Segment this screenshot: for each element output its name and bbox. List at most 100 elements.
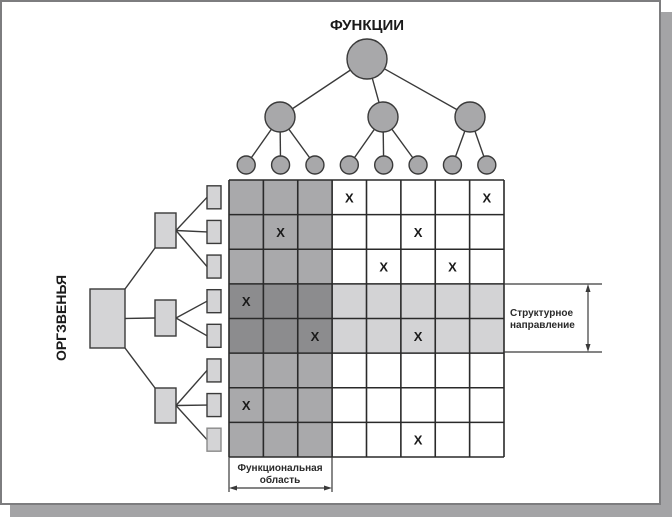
org-leaf-unit (206, 358, 222, 383)
org-group-unit-o3 (154, 387, 177, 424)
matrix-cell (366, 283, 401, 319)
org-tree-edge (175, 317, 208, 337)
org-tree-edge (175, 369, 208, 406)
matrix-mark: X (482, 190, 491, 205)
functions-title: ФУНКЦИИ (330, 17, 404, 34)
frame-shadow-right (661, 12, 672, 517)
function-leaf-node (339, 155, 360, 175)
org-group-unit-o2 (154, 299, 177, 337)
structural-direction-label-line1: Структурное (510, 308, 573, 319)
function-leaf-node (373, 155, 394, 175)
org-tree-edge (175, 405, 208, 441)
org-tree-edge (124, 317, 156, 320)
org-leaf-unit (206, 427, 222, 452)
matrix-cell (366, 387, 401, 423)
matrix-mark: X (414, 433, 423, 448)
matrix-cell (400, 387, 436, 423)
org-units-title: ОРГЗВЕНЬЯ (53, 275, 69, 361)
org-tree-edge (124, 347, 156, 389)
matrix-cell (229, 214, 264, 250)
matrix-cell (366, 214, 401, 250)
org-leaf-unit (206, 219, 222, 245)
matrix-cell (400, 249, 436, 284)
matrix-cell (297, 249, 333, 284)
matrix-cell (297, 180, 333, 215)
matrix-cell (435, 249, 470, 284)
matrix-cell (297, 283, 333, 319)
matrix-cell (263, 214, 298, 250)
org-tree-edge (175, 300, 208, 319)
matrix-cell (229, 180, 264, 215)
matrix-cell (435, 180, 470, 215)
matrix-cell (263, 283, 298, 319)
matrix-cell (400, 283, 436, 319)
function-leaf-node (305, 155, 325, 175)
matrix-cell (297, 387, 333, 423)
matrix-cell (229, 422, 264, 457)
matrix-cell (332, 249, 367, 284)
org-group-unit-o1 (154, 212, 177, 249)
arrow-right-icon (324, 485, 332, 491)
matrix-cell (435, 214, 470, 250)
matrix-cell (263, 180, 298, 215)
matrix-mark: X (414, 225, 423, 240)
matrix-cell (297, 214, 333, 250)
matrix-cell (332, 180, 367, 215)
matrix-cell (263, 387, 298, 423)
matrix-cell (469, 422, 504, 457)
matrix-cell (332, 353, 367, 388)
org-units-tree (89, 185, 222, 452)
matrix-cell (469, 353, 504, 388)
frame-shadow-bottom (10, 505, 672, 517)
matrix-mark: X (242, 294, 251, 309)
functional-area-label-line2: область (260, 474, 301, 486)
matrix-mark: X (345, 190, 354, 205)
matrix-mark: X (448, 260, 457, 275)
matrix-mark: X (379, 260, 388, 275)
matrix-cell (400, 318, 436, 354)
org-tree-edge (124, 247, 156, 290)
matrix-cell (332, 387, 367, 423)
org-leaf-unit (206, 185, 222, 210)
matrix-cell (435, 353, 470, 388)
matrix-cell (400, 214, 436, 250)
matrix-cell (435, 387, 470, 423)
org-leaf-unit (206, 392, 222, 418)
matrix-cell (332, 283, 367, 319)
structural-direction-label-line2: направление (510, 320, 575, 331)
matrix-cell (297, 353, 333, 388)
arrow-up-icon (585, 284, 591, 292)
matrix-cell (263, 249, 298, 284)
org-leaf-unit (206, 254, 222, 279)
matrix-cell (366, 318, 401, 354)
matrix-cell (229, 249, 264, 284)
matrix-cell (297, 422, 333, 457)
matrix-cell (469, 387, 504, 423)
matrix-cell (366, 249, 401, 284)
matrix-cell (263, 318, 298, 354)
matrix-cell (400, 180, 436, 215)
matrix-cell (435, 283, 470, 319)
org-leaf-unit (206, 323, 222, 349)
matrix-cell (400, 422, 436, 457)
matrix-cell (229, 283, 264, 319)
matrix-cell (332, 214, 367, 250)
org-tree-edge (175, 229, 208, 233)
function-group-node-f2 (367, 101, 399, 133)
matrix-mark: X (276, 225, 285, 240)
org-tree-edge (175, 196, 208, 231)
matrix-cell (435, 318, 470, 354)
matrix-cell (263, 353, 298, 388)
matrix-cell (229, 318, 264, 354)
matrix-cell (366, 353, 401, 388)
arrow-left-icon (229, 485, 237, 491)
arrow-down-icon (585, 344, 591, 352)
function-leaf-node (442, 155, 463, 175)
org-tree-edge (175, 230, 208, 268)
matrix-cell (469, 214, 504, 250)
structural-direction-annotation: Структурное направление (504, 283, 602, 353)
function-tree (236, 38, 497, 175)
function-group-node-f1 (264, 101, 296, 133)
function-leaf-node (270, 155, 291, 175)
